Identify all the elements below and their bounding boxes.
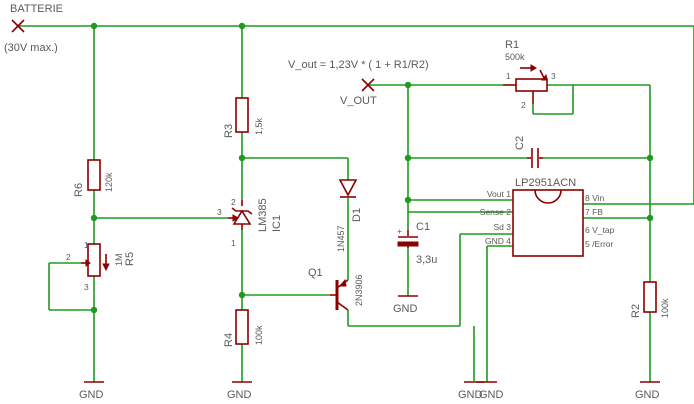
r4-name: R4 [223,333,235,347]
c1-polarity-icon: + [397,226,402,236]
gnd-label: GND [227,389,252,401]
gnd-label: GND [635,389,660,401]
gnd-label: GND [393,303,418,315]
r4-resistor: R4 100k [223,309,264,347]
r5-pin3: 3 [84,282,89,292]
ic2-pin-sense: Sense 2 [480,207,511,217]
r1-potentiometer: R1 500k 1 3 2 [503,39,556,110]
wires [18,25,694,382]
r4-value: 100k [254,325,264,345]
r5-value: 1M [114,253,124,266]
r1-pin2: 2 [521,100,526,110]
ic2-pin-gnd: GND 4 [485,236,511,246]
r1-pin1: 1 [506,71,511,81]
r5-trimmer: 1 2 3 1M R5 [66,240,136,292]
ic2-pin-fb: 7 FB [585,207,603,217]
battery-terminal-icon [11,19,25,33]
r5-name: R5 [124,252,136,266]
r5-pin1: 1 [84,240,89,250]
ic1-reference-diode: 2 3 1 LM385 IC1 [217,197,283,248]
c2-capacitor: C2 [514,136,543,168]
ic2-pin-vtap: 6 V_tap [585,225,615,235]
q1-transistor: Q1 2N3906 [308,267,364,311]
vout-terminal-icon [361,78,375,92]
c1-name: C1 [416,221,430,233]
ic1-name: IC1 [271,215,283,232]
ic2-pin-error: 5 /Error [585,239,614,249]
vout-label: V_OUT [340,95,377,107]
ic1-pin1: 1 [231,238,236,248]
r6-name: R6 [73,183,85,197]
r1-pin3: 3 [551,71,556,81]
battery-note: (30V max.) [4,42,58,54]
r6-value: 120k [104,172,114,192]
ic2-pin-sd: Sd 3 [493,222,511,232]
gnd-label: GND [479,389,504,401]
formula-label: V_out = 1,23V * ( 1 + R1/R2) [288,59,429,71]
battery-label: BATTERIE [10,3,63,15]
gnd-label: GND [79,389,104,401]
ic1-value: LM385 [257,198,269,232]
r1-name: R1 [505,39,519,51]
c2-name: C2 [514,136,526,150]
c1-value: 3,3u [416,254,437,266]
c1-capacitor: + C1 3,3u [397,221,437,266]
r6-resistor: R6 120k [73,159,114,197]
r2-name: R2 [630,304,642,318]
ic1-pin3: 3 [217,207,222,217]
gnd-label: GND [458,389,483,401]
r3-resistor: R3 1,5k [223,97,264,138]
r3-name: R3 [223,124,235,138]
r1-value: 500k [505,52,525,62]
ic2-pin-vout: Vout 1 [487,189,511,199]
ic2-regulator: LP2951ACN Vout 1 Sense 2 Sd 3 GND 4 8 Vi… [480,177,615,257]
junctions [90,22,654,314]
q1-value: 2N3906 [354,274,364,306]
ground-symbols: GND GND GND GND GND GND [79,295,660,401]
ic2-pin-vin: 8 Vin [585,193,605,203]
ic2-name: LP2951ACN [515,177,576,189]
r3-value: 1,5k [254,117,264,135]
d1-value: 1N457 [336,225,346,252]
ic1-pin2: 2 [231,197,236,207]
d1-name: D1 [351,208,363,222]
d1-diode: 1N457 D1 [336,179,363,252]
r2-value: 100k [660,298,670,318]
q1-name: Q1 [308,267,323,279]
r5-pin2: 2 [66,252,71,262]
r2-resistor: R2 100k [630,281,670,318]
